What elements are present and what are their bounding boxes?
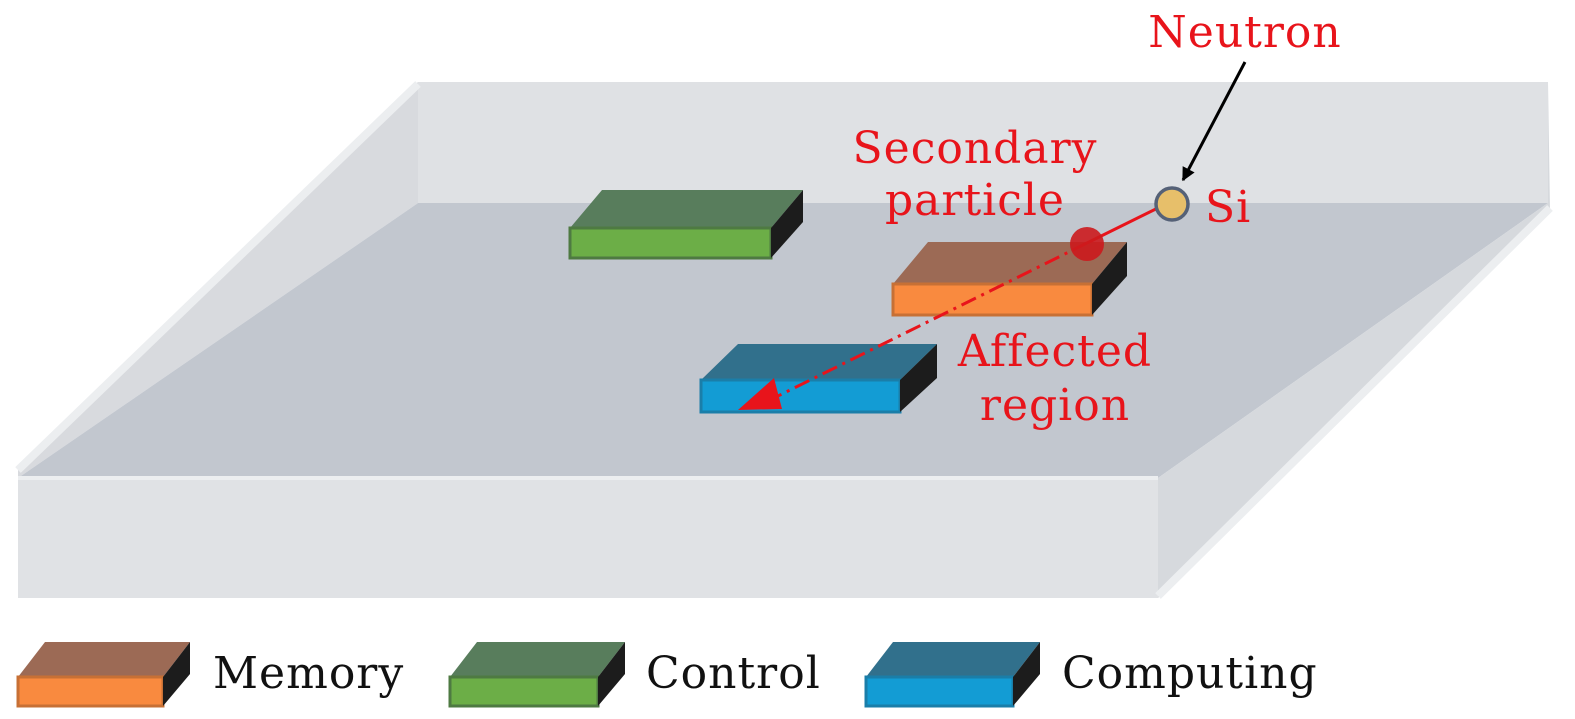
secondary-particle-trajectory xyxy=(738,201,1169,410)
legend: Memory Control Computing xyxy=(16,642,1318,708)
legend-label-memory: Memory xyxy=(213,648,404,699)
platform-edge-left xyxy=(15,81,421,473)
legend-item-control: Control xyxy=(448,642,821,708)
legend-swatch-control xyxy=(448,642,625,708)
neutron-label: Neutron xyxy=(1148,7,1341,58)
neutron-arrow xyxy=(1181,61,1247,182)
legend-item-computing: Computing xyxy=(864,642,1318,708)
affected-region-label-line1: Affected xyxy=(957,326,1152,377)
trajectory-dashed-segment xyxy=(777,241,1088,398)
memory-block xyxy=(891,242,1127,317)
platform-back-wall xyxy=(418,82,1548,203)
legend-swatch-memory xyxy=(16,642,190,708)
si-label: Si xyxy=(1205,182,1251,233)
platform-edge-right xyxy=(1155,205,1553,599)
platform-front-wall xyxy=(18,478,1158,598)
platform-right-wall xyxy=(1158,82,1550,598)
silicon-atom xyxy=(1154,186,1190,222)
control-block xyxy=(568,190,803,260)
legend-label-computing: Computing xyxy=(1062,648,1318,699)
secondary-particle-dot xyxy=(1070,227,1104,261)
legend-item-memory: Memory xyxy=(16,642,404,708)
secondary-particle-label-line1: Secondary xyxy=(853,123,1098,174)
secondary-particle-label-line2: particle xyxy=(885,175,1065,226)
legend-swatch-computing xyxy=(864,642,1040,708)
computing-block xyxy=(699,344,937,414)
legend-label-control: Control xyxy=(646,648,821,699)
chip-platform xyxy=(15,81,1553,599)
trajectory-arrowhead xyxy=(738,378,782,410)
affected-region-label-line2: region xyxy=(980,380,1130,431)
platform-top-surface xyxy=(18,203,1548,478)
